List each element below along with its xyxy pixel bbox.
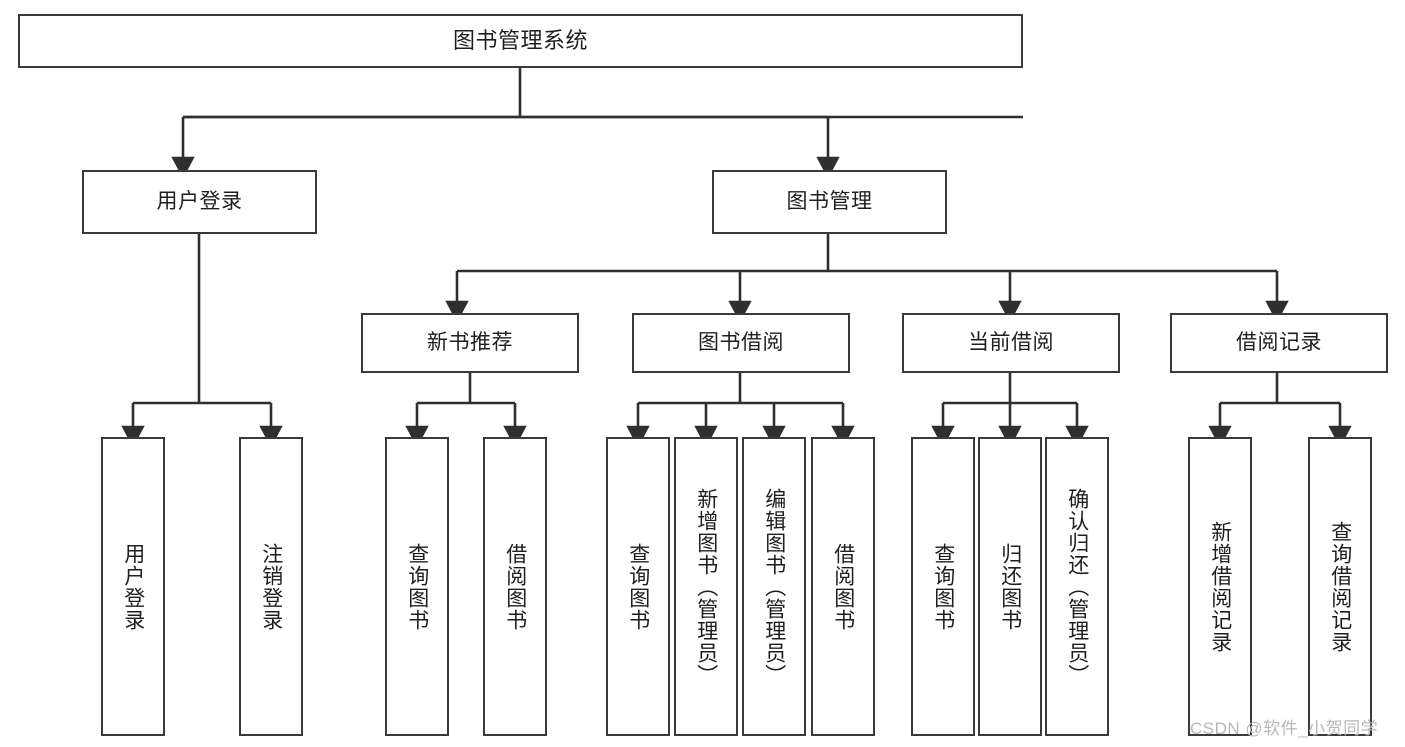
- node-label: 用户登录: [156, 189, 243, 213]
- leaf-query-book-current[interactable]: 查询图书: [911, 437, 975, 736]
- node-label: 注销登录: [259, 542, 283, 631]
- leaf-edit-book-admin[interactable]: 编辑图书（管理员）: [742, 437, 806, 736]
- node-label: 图书管理系统: [452, 28, 588, 54]
- leaf-confirm-return-admin[interactable]: 确认归还（管理员）: [1045, 437, 1109, 736]
- node-label: 编辑图书（管理员）: [762, 487, 786, 686]
- node-root-book-management-system[interactable]: 图书管理系统: [18, 14, 1023, 68]
- node-label: 新增借阅记录: [1208, 520, 1232, 653]
- leaf-borrow-book[interactable]: 借阅图书: [811, 437, 875, 736]
- node-label: 查询图书: [931, 542, 955, 631]
- leaf-query-book-recommend[interactable]: 查询图书: [385, 437, 449, 736]
- node-label: 确认归还（管理员）: [1065, 487, 1089, 686]
- leaf-query-borrow-record[interactable]: 查询借阅记录: [1308, 437, 1372, 736]
- node-label: 借阅图书: [831, 542, 855, 631]
- node-label: 查询图书: [405, 542, 429, 631]
- leaf-user-login[interactable]: 用户登录: [101, 437, 165, 736]
- leaf-query-book-borrow[interactable]: 查询图书: [606, 437, 670, 736]
- leaf-add-borrow-record[interactable]: 新增借阅记录: [1188, 437, 1252, 736]
- node-user-login[interactable]: 用户登录: [82, 170, 317, 234]
- node-label: 归还图书: [998, 542, 1022, 631]
- node-label: 用户登录: [121, 542, 145, 631]
- node-label: 查询借阅记录: [1328, 520, 1352, 653]
- node-label: 图书借阅: [698, 330, 784, 354]
- node-label: 当前借阅: [968, 330, 1054, 354]
- node-label: 借阅图书: [503, 542, 527, 631]
- node-new-book-recommend[interactable]: 新书推荐: [361, 313, 579, 373]
- node-current-borrow[interactable]: 当前借阅: [902, 313, 1120, 373]
- node-label: 新增图书（管理员）: [694, 487, 718, 686]
- leaf-return-book[interactable]: 归还图书: [978, 437, 1042, 736]
- leaf-add-book-admin[interactable]: 新增图书（管理员）: [674, 437, 738, 736]
- node-label: 新书推荐: [427, 330, 513, 354]
- node-label: 查询图书: [626, 542, 650, 631]
- node-label: 借阅记录: [1236, 330, 1322, 354]
- node-book-management[interactable]: 图书管理: [712, 170, 947, 234]
- node-label: 图书管理: [786, 189, 873, 213]
- node-borrow-record[interactable]: 借阅记录: [1170, 313, 1388, 373]
- leaf-borrow-book-recommend[interactable]: 借阅图书: [483, 437, 547, 736]
- leaf-logout-login[interactable]: 注销登录: [239, 437, 303, 736]
- node-book-borrow[interactable]: 图书借阅: [632, 313, 850, 373]
